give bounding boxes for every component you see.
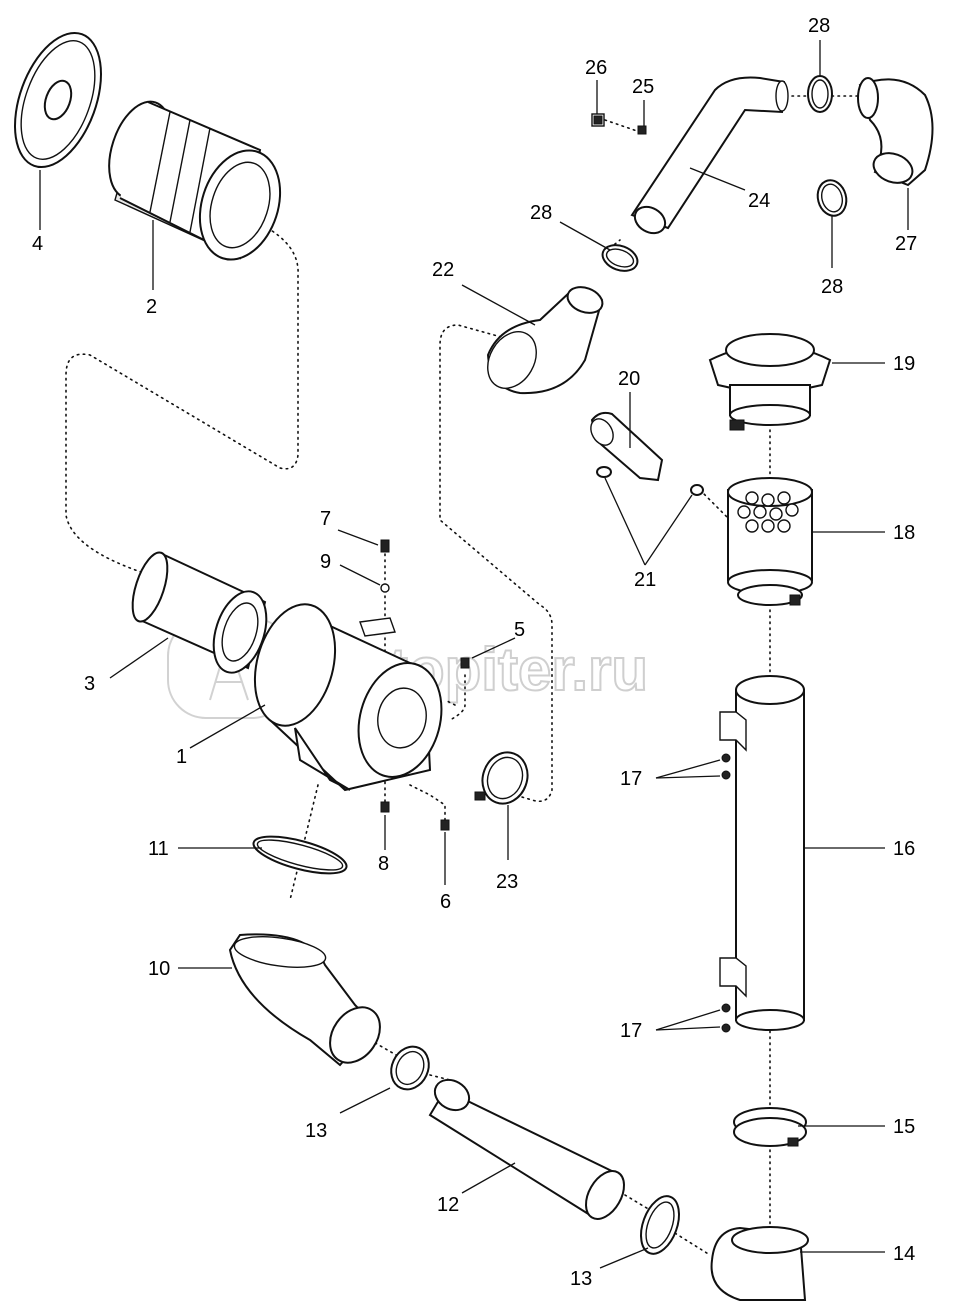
part-16-precleaner-tube — [719, 675, 805, 1033]
part-13-hose-clamp-lower — [640, 1195, 680, 1255]
callout-17-lower: 17 — [620, 1020, 642, 1042]
callout-26: 26 — [585, 57, 607, 79]
callout-12: 12 — [437, 1194, 459, 1216]
callout-18: 18 — [893, 522, 915, 544]
part-3-safety-element — [131, 551, 268, 674]
callout-27: 27 — [895, 233, 917, 255]
callout-2: 2 — [146, 296, 157, 318]
part-25-fitting — [637, 125, 647, 135]
callout-23: 23 — [496, 871, 518, 893]
callout-11: 11 — [148, 838, 169, 860]
part-2-filter-element — [108, 100, 282, 261]
callout-17-upper: 17 — [620, 768, 642, 790]
callout-3: 3 — [84, 673, 95, 695]
part-23-clamp — [474, 751, 529, 805]
callout-16: 16 — [893, 838, 915, 860]
callout-15: 15 — [893, 1116, 915, 1138]
part-10-elbow-adapter — [228, 933, 381, 1067]
callout-9: 9 — [320, 551, 331, 573]
callout-13-lower: 13 — [570, 1268, 592, 1290]
part-28-clamp-right — [816, 179, 848, 217]
callout-5: 5 — [514, 619, 525, 641]
part-22-elbow-hose — [486, 286, 604, 395]
part-26-plug — [591, 113, 605, 127]
callout-labels: 4 2 3 1 7 9 5 8 6 11 10 13 12 13 14 15 1… — [32, 15, 917, 1290]
part-13-hose-clamp-upper — [390, 1045, 430, 1091]
callout-21: 21 — [634, 569, 656, 591]
part-11-clamp-ring — [252, 835, 348, 875]
callout-14: 14 — [893, 1243, 915, 1265]
callout-4: 4 — [32, 233, 43, 255]
callout-10: 10 — [148, 958, 170, 980]
part-28-clamp-top — [807, 75, 833, 113]
assembly-paths — [65, 95, 861, 1256]
part-27-elbow — [857, 77, 934, 187]
callout-28-top: 28 — [808, 15, 830, 37]
part-19-rain-cap — [708, 333, 832, 431]
callout-24: 24 — [748, 190, 770, 212]
part-24-intake-pipe — [630, 76, 789, 235]
callout-22: 22 — [432, 259, 454, 281]
callout-1: 1 — [176, 746, 187, 768]
callout-13-upper: 13 — [305, 1120, 327, 1142]
part-15-clamp-band — [733, 1107, 807, 1147]
callout-19: 19 — [893, 353, 915, 375]
callout-20: 20 — [618, 368, 640, 390]
part-21-small-clamps — [596, 466, 704, 496]
part-12-straight-pipe — [428, 1078, 625, 1220]
callout-8: 8 — [378, 853, 389, 875]
mounting-bracket — [359, 539, 470, 831]
part-14-elbow — [710, 1226, 809, 1301]
part-4-cover-disc — [14, 31, 102, 169]
part-18-precleaner — [727, 477, 813, 606]
callout-7: 7 — [320, 508, 331, 530]
callout-25: 25 — [632, 76, 654, 98]
callout-28-right: 28 — [821, 276, 843, 298]
callout-28-mid: 28 — [530, 202, 552, 224]
part-1-air-cleaner-housing — [253, 603, 443, 792]
leader-lines — [39, 40, 909, 1269]
callout-6: 6 — [440, 891, 451, 913]
part-20-hose — [590, 411, 664, 482]
part-28-clamp-mid — [601, 244, 639, 272]
